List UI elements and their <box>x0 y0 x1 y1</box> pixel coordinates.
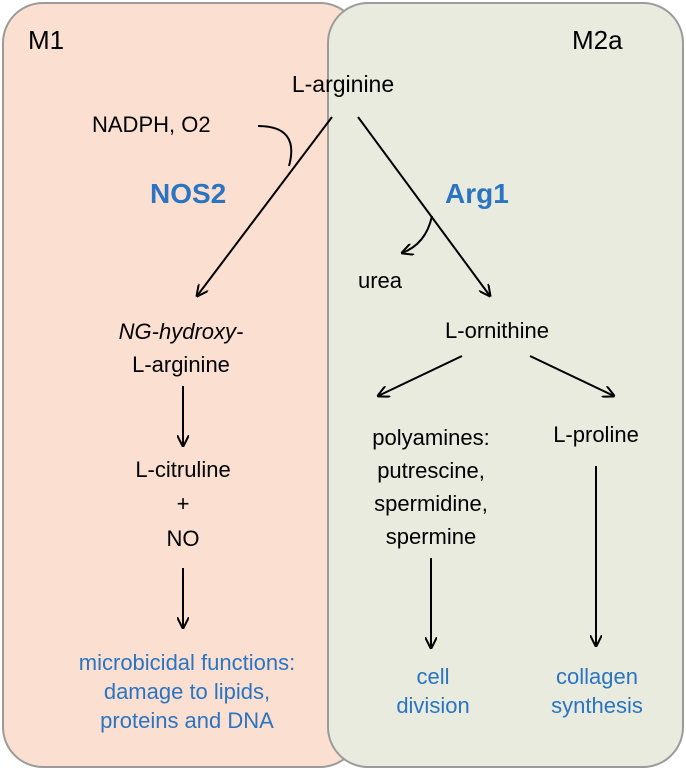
function-line: collagen <box>556 664 638 689</box>
cofactor-input-arrow <box>257 125 293 167</box>
microbicidal-functions: microbicidal functions: damage to lipids… <box>79 648 295 735</box>
ng-hydroxy-prefix: NG-hydroxy- <box>118 319 244 344</box>
l-proline: L-proline <box>553 422 639 447</box>
nos2-reaction-arrow <box>197 116 333 296</box>
polyamines-line: spermine <box>385 524 477 549</box>
l-citruline: L-citruline <box>135 457 231 482</box>
polyamines-arrow <box>378 355 463 396</box>
proline-arrow <box>529 355 614 396</box>
function-line: microbicidal functions: <box>78 650 296 675</box>
substrate-l-arginine: L-arginine <box>291 71 395 97</box>
nitric-oxide: NO <box>166 526 200 551</box>
polyamines: polyamines: putrescine, spermidine, sper… <box>353 421 509 553</box>
m2a-panel <box>327 2 684 768</box>
urea-label: urea <box>358 268 403 293</box>
function-line: damage to lipids, <box>103 679 271 704</box>
function-line: division <box>396 693 470 718</box>
function-line: synthesis <box>551 693 643 718</box>
polyamines-line: polyamines: <box>372 425 490 450</box>
ng-hydroxy-l-arginine: L-arginine <box>132 352 230 377</box>
enzyme-arg1: Arg1 <box>445 178 509 209</box>
function-line: proteins and DNA <box>100 708 274 733</box>
m1-title: M1 <box>28 25 65 55</box>
enzyme-nos2: NOS2 <box>150 178 227 209</box>
collagen-synthesis: collagen synthesis <box>551 662 643 720</box>
polyamines-line: putrescine, <box>377 458 485 483</box>
arg1-reaction-arrow <box>357 116 490 296</box>
products-plus: + <box>176 491 190 516</box>
function-line: cell <box>416 664 450 689</box>
polyamines-line: spermidine, <box>374 491 488 516</box>
cofactors-label: NADPH, O2 <box>92 112 211 137</box>
urea-release-arrow <box>402 215 433 253</box>
m2a-title: M2a <box>572 25 623 55</box>
cell-division: cell division <box>396 662 469 720</box>
l-ornithine: L-ornithine <box>445 318 549 343</box>
